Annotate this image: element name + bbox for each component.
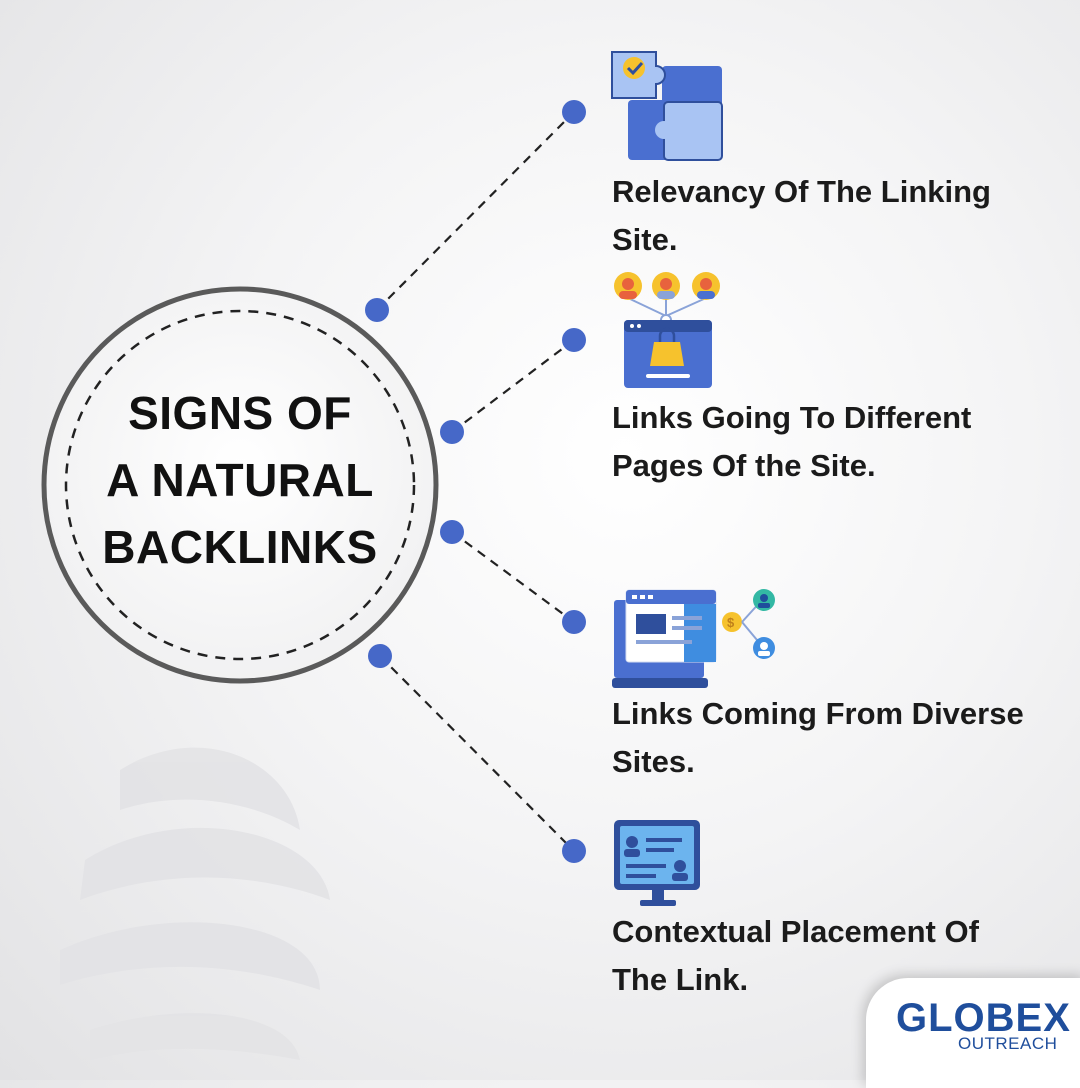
hub-title-line: A NATURAL — [106, 454, 374, 506]
sign-label-line: Relevancy Of The Linking — [612, 174, 991, 209]
hub-title-line: BACKLINKS — [102, 521, 378, 573]
connector-dot — [562, 328, 586, 352]
brand-logo-word: GLOBEX — [896, 996, 1071, 1040]
sign-label-line: Links Going To Different — [612, 400, 972, 435]
brand-logo — [866, 978, 1080, 1088]
sign-label-line: Links Coming From Diverse — [612, 696, 1024, 731]
connector-line — [376, 111, 575, 311]
connector-dot — [562, 100, 586, 124]
laptop-network-icon: $ — [612, 589, 775, 688]
sign-label-line: Sites. — [612, 744, 695, 779]
brand-logo-subtitle: OUTREACH — [958, 1034, 1058, 1053]
connector-dot — [440, 520, 464, 544]
connector-dot — [368, 644, 392, 668]
svg-text:$: $ — [727, 615, 735, 630]
monitor-content-icon — [614, 820, 700, 906]
sign-label-line: Contextual Placement Of — [612, 914, 979, 949]
sign-label-contextual: Contextual Placement Of The Link. — [612, 908, 1052, 1004]
connector-dot — [562, 610, 586, 634]
sign-label-diverse-sites: Links Coming From Diverse Sites. — [612, 690, 1052, 786]
sign-label-line: Pages Of the Site. — [612, 448, 876, 483]
connector-line — [379, 655, 575, 852]
puzzle-check-icon — [611, 51, 723, 161]
sign-label-relevancy: Relevancy Of The Linking Site. — [612, 168, 1052, 264]
sign-label-line: The Link. — [612, 962, 749, 997]
connector-dot — [365, 298, 389, 322]
hub-title-line: SIGNS OF — [128, 387, 352, 439]
connector-dot — [562, 839, 586, 863]
users-shop-window-icon — [614, 272, 720, 388]
hub-title: SIGNS OF A NATURAL BACKLINKS — [60, 380, 420, 581]
sign-label-different-pages: Links Going To Different Pages Of the Si… — [612, 394, 1052, 490]
sign-label-line: Site. — [612, 222, 678, 257]
connector-dot — [440, 420, 464, 444]
